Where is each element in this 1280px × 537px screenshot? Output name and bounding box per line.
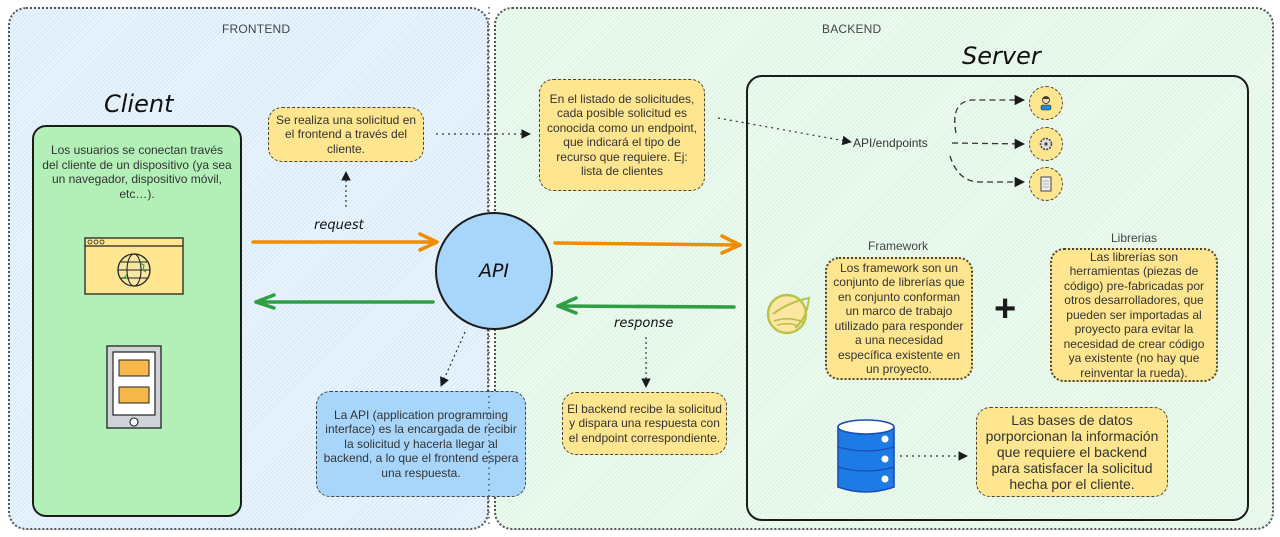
- framework-note: Los framework son un conjunto de librerí…: [825, 257, 973, 380]
- endpoints-label: API/endpoints: [853, 136, 928, 150]
- frontend-label: FRONTEND: [222, 22, 291, 36]
- endpoint-document[interactable]: [1029, 167, 1063, 201]
- client-description: Los usuarios se conectan través del clie…: [42, 143, 232, 201]
- client-panel: Los usuarios se conectan través del clie…: [32, 125, 242, 517]
- document-icon: [1040, 176, 1052, 192]
- endpoint-user[interactable]: [1029, 86, 1063, 120]
- database-icon: [835, 417, 897, 495]
- gear-icon: [1039, 137, 1053, 151]
- plus-icon: +: [994, 288, 1017, 330]
- browser-globe-icon: [84, 237, 184, 295]
- api-label: API: [478, 260, 510, 282]
- response-note: El backend recibe la solicitud y dispara…: [562, 392, 727, 455]
- server-title: Server: [962, 42, 1041, 70]
- request-note: Se realiza una solicitud en el frontend …: [268, 107, 424, 162]
- response-label: response: [614, 316, 674, 331]
- request-label: request: [314, 218, 364, 233]
- endpoint-settings[interactable]: [1029, 127, 1063, 161]
- api-node[interactable]: API: [435, 212, 553, 330]
- database-note: Las bases de datos porporcionan la infor…: [976, 407, 1168, 497]
- libraries-note: Las librerías son herramientas (piezas d…: [1050, 248, 1218, 382]
- backend-label: BACKEND: [822, 22, 882, 36]
- framework-logo-icon: [765, 288, 815, 338]
- framework-title: Framework: [868, 239, 929, 253]
- user-icon: [1040, 96, 1052, 111]
- client-title: Client: [104, 90, 174, 118]
- api-description-note: La API (application programming interfac…: [316, 391, 526, 497]
- libraries-title: Librerias: [1111, 231, 1158, 245]
- tablet-icon: [106, 345, 162, 429]
- endpoint-note: En el listado de solicitudes, cada posib…: [539, 79, 705, 191]
- server-panel: [746, 75, 1249, 521]
